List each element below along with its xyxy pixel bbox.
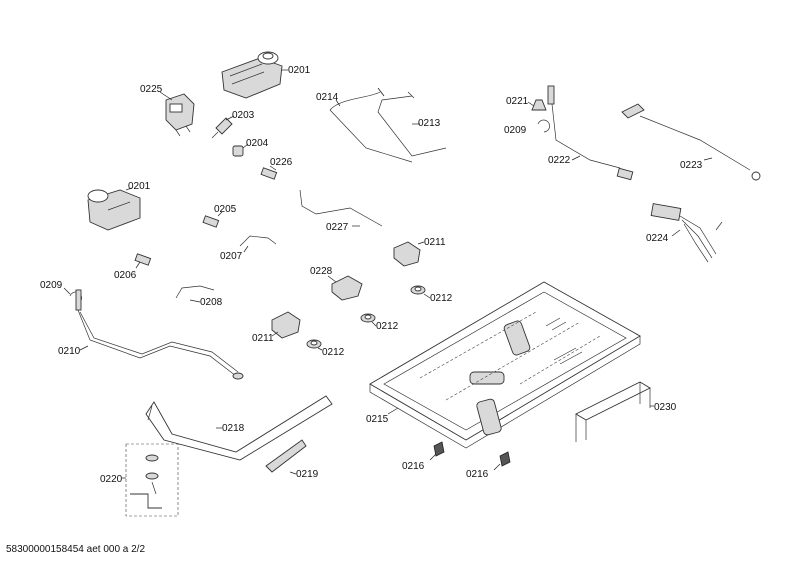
part-0204 [232, 145, 244, 157]
leader-0225 [159, 91, 173, 101]
label-0208: 0208 [200, 297, 223, 308]
leader-0222 [571, 155, 581, 161]
label-0210: 0210 [58, 346, 81, 357]
label-0206: 0206 [114, 270, 137, 281]
leader-0204 [242, 143, 249, 149]
label-0226: 0226 [270, 157, 293, 168]
part-0203 [211, 117, 233, 139]
part-0205 [202, 215, 220, 228]
part-0223 [621, 103, 761, 181]
label-0211-right: 0211 [424, 237, 446, 248]
part-0227 [299, 189, 383, 227]
label-0221: 0221 [506, 96, 529, 107]
label-0213: 0213 [418, 118, 441, 129]
part-0201-lower [87, 189, 141, 231]
label-0215: 0215 [366, 414, 389, 425]
label-0219: 0219 [296, 469, 319, 480]
part-0219 [265, 439, 307, 473]
leader-0210 [79, 345, 89, 351]
leader-0224 [671, 229, 681, 237]
leader-0211-right [417, 241, 425, 245]
label-0230: 0230 [654, 402, 677, 413]
label-0212-middle: 0212 [376, 321, 399, 332]
part-0224 [650, 203, 723, 263]
leader-0208 [189, 299, 201, 303]
label-0207: 0207 [220, 251, 243, 262]
leader-0221 [527, 101, 535, 107]
leader-0207 [243, 245, 249, 253]
part-0216-right [499, 451, 511, 467]
part-0218 [145, 395, 333, 461]
part-0212-middle [360, 313, 376, 323]
part-0201-top [221, 51, 283, 99]
part-0212-upper [410, 285, 426, 295]
label-0218: 0218 [222, 423, 245, 434]
part-0221 [531, 99, 547, 111]
leader-0216-left [429, 453, 437, 461]
leader-0212-upper [423, 293, 431, 299]
label-0223: 0223 [680, 160, 703, 171]
part-0206 [134, 253, 152, 266]
leader-0212-lower [317, 347, 323, 351]
part-0225 [165, 93, 195, 137]
part-0212-lower [306, 339, 322, 349]
label-0216-left: 0216 [402, 461, 425, 472]
part-0211-right [393, 241, 421, 267]
label-0201-top: 0201 [288, 65, 311, 76]
label-0201-lower: 0201 [128, 181, 151, 192]
leader-0209-lower [63, 287, 71, 295]
label-0228: 0228 [310, 266, 333, 277]
part-0222 [547, 85, 634, 181]
leader-0214 [335, 99, 341, 107]
leader-0201-lower [125, 187, 133, 191]
label-0209-lower: 0209 [40, 280, 63, 291]
label-0216-right: 0216 [466, 469, 489, 480]
label-0225: 0225 [140, 84, 163, 95]
leader-0216-right [493, 463, 501, 471]
leader-0219 [289, 471, 297, 475]
part-0211-left [271, 311, 301, 339]
part-0208 [175, 285, 215, 299]
leader-0228 [327, 275, 337, 283]
leader-0212-middle [371, 321, 377, 327]
leader-0215 [387, 407, 399, 415]
part-0214 [329, 87, 413, 163]
part-0209-top [537, 119, 550, 133]
label-0214: 0214 [316, 92, 339, 103]
label-0205: 0205 [214, 204, 237, 215]
label-0203: 0203 [232, 110, 255, 121]
leader-0211-left [271, 331, 279, 337]
label-0204: 0204 [246, 138, 269, 149]
document-id-footer: 58300000158454 aet 000 a 2/2 [6, 544, 146, 555]
label-0222: 0222 [548, 155, 571, 166]
leader-0206 [135, 261, 141, 269]
part-0210 [75, 289, 244, 380]
label-0212-upper: 0212 [430, 293, 453, 304]
part-0207 [239, 235, 277, 247]
label-0212-lower: 0212 [322, 347, 345, 358]
part-0226 [260, 167, 278, 180]
part-0215-tray [369, 281, 641, 449]
part-0213 [377, 91, 447, 157]
part-0216-left [433, 441, 445, 457]
label-0211-left: 0211 [252, 333, 274, 344]
part-0230 [575, 381, 651, 442]
label-0209-top: 0209 [504, 125, 527, 136]
label-0220: 0220 [100, 474, 123, 485]
label-0227: 0227 [326, 222, 349, 233]
part-0228 [331, 275, 363, 301]
leader-0226 [269, 165, 277, 171]
leader-0223 [703, 157, 713, 161]
leader-0203 [225, 115, 235, 121]
part-0220 [125, 443, 179, 517]
leader-0205 [217, 211, 223, 217]
label-0224: 0224 [646, 233, 669, 244]
